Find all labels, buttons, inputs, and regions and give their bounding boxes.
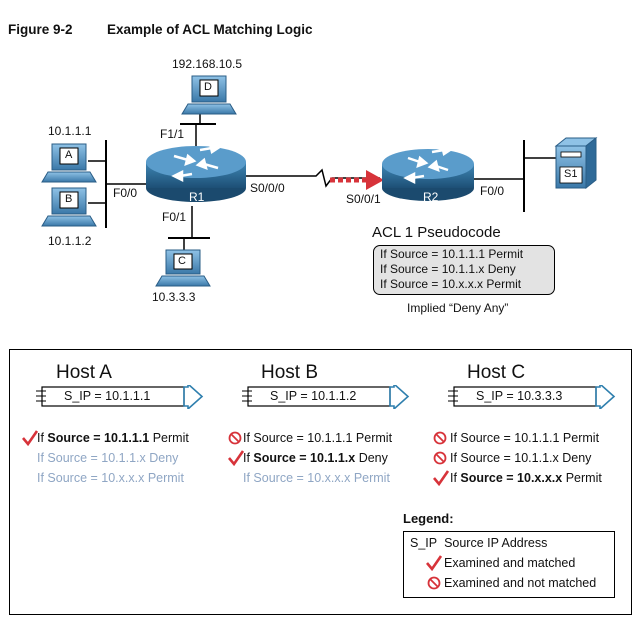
host-b-letter: B [65,193,73,205]
server-s1-icon [554,136,598,190]
no-entry-icon [427,576,441,590]
check-icon [426,555,443,571]
acl-line-1: If Source = 10.1.1.1 Permit [380,247,524,261]
legend-not-matched: Examined and not matched [444,576,597,590]
host-a-ip: 10.1.1.1 [48,124,92,138]
host-b-rule-2: If Source = 10.1.1.x Deny [243,451,388,465]
pc-d-icon [181,75,237,115]
host-c-letter: C [178,255,186,267]
host-a-letter: A [65,149,73,161]
host-c-packet [448,385,616,409]
network-topology [41,75,598,287]
host-c-rule-3: If Source = 10.x.x.x Permit [450,471,602,485]
host-c-ip: 10.3.3.3 [152,290,196,304]
host-c-title: Host C [467,362,526,383]
check-icon [22,430,39,446]
host-a-rule-1: If Source = 10.1.1.1 Permit [37,431,189,445]
r1-s000-label: S0/0/0 [250,181,285,195]
router-r1-icon [146,141,246,202]
r1-f11-label: F1/1 [160,127,185,141]
no-entry-icon [433,451,447,465]
host-d-ip: 192.168.10.5 [172,57,243,71]
host-c-sip: S_IP = 10.3.3.3 [476,389,563,403]
r2-f00-label: F0/0 [480,184,505,198]
figure-title: Example of ACL Matching Logic [107,22,313,37]
pc-a-icon [41,143,97,183]
host-b-rule-3: If Source = 10.x.x.x Permit [243,471,390,485]
r2-s001-label: S0/0/1 [346,192,381,206]
legend-sip-row: S_IP Source IP Address [410,536,548,550]
pc-b-icon [41,187,97,227]
check-icon [433,470,450,486]
host-c-rule-1: If Source = 10.1.1.1 Permit [450,431,600,445]
no-entry-icon [433,431,447,445]
host-a-packet [36,385,204,409]
host-b-sip: S_IP = 10.1.1.2 [270,389,357,403]
acl-title: ACL 1 Pseudocode [372,224,501,241]
figure-label: Figure 9-2 [8,22,73,37]
matching-panel [9,349,632,615]
host-a-title: Host A [56,362,112,383]
acl-box: If Source = 10.1.1.1 Permit If Source = … [373,245,555,295]
server-s1-name: S1 [564,168,578,180]
acl-line-3: If Source = 10.x.x.x Permit [380,277,522,291]
no-entry-icon [228,431,242,445]
router-r2-icon [382,143,474,201]
packet-arrow [366,170,384,190]
legend-matched: Examined and matched [444,556,576,570]
host-d-letter: D [204,81,212,93]
r1-name: R1 [189,190,205,204]
legend-box: S_IP Source IP Address Examined and matc… [403,531,615,598]
host-a-rule-3: If Source = 10.x.x.x Permit [37,471,184,485]
legend-title: Legend: [403,511,454,526]
acl-line-2: If Source = 10.1.1.x Deny [380,262,516,276]
host-b-ip: 10.1.1.2 [48,234,92,248]
r1-f01-label: F0/1 [162,210,187,224]
r2-name: R2 [423,190,439,204]
acl-implied: Implied “Deny Any” [407,301,509,315]
host-b-packet [242,385,410,409]
host-b-title: Host B [261,362,319,383]
check-icon [228,450,245,466]
r1-f00-label: F0/0 [113,186,138,200]
host-c-rule-2: If Source = 10.1.1.x Deny [450,451,592,465]
host-a-rule-2: If Source = 10.1.1.x Deny [37,451,179,465]
host-a-sip: S_IP = 10.1.1.1 [64,389,151,403]
pc-c-icon [155,249,211,287]
host-b-rule-1: If Source = 10.1.1.1 Permit [243,431,393,445]
